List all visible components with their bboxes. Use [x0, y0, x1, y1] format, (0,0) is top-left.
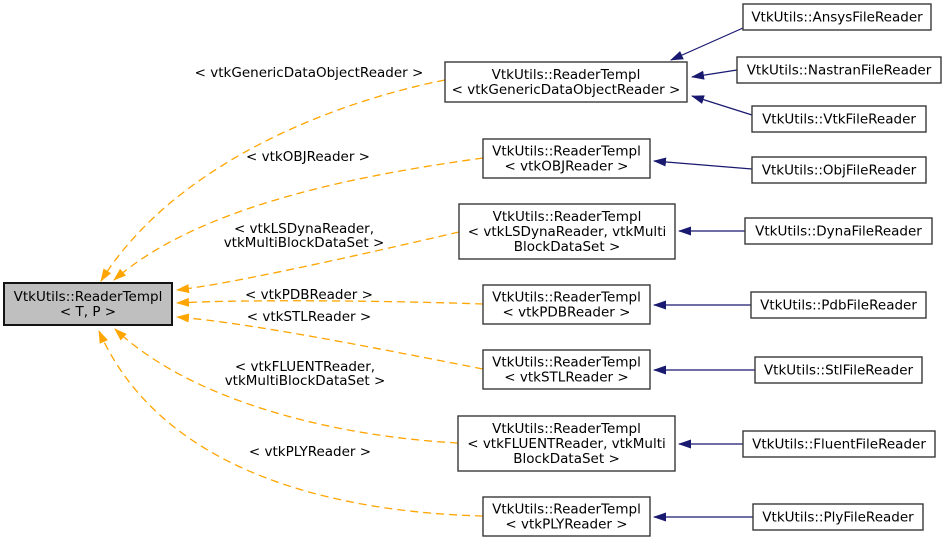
node-box[interactable] — [736, 56, 942, 84]
template-args-label: < vtkPDBReader > — [245, 287, 373, 303]
node-label: VtkUtils::ReaderTempl — [14, 289, 163, 305]
template-args-label: < vtkSTLReader > — [247, 309, 371, 325]
node-label: < vtkPLYReader > — [505, 517, 627, 533]
node-vtk-file-reader[interactable]: VtkUtils::VtkFileReader — [751, 105, 927, 133]
node-label: VtkUtils::ReaderTempl — [492, 421, 641, 437]
node-label: VtkUtils::StlFileReader — [764, 363, 914, 379]
node-reader-templ-pdb[interactable]: VtkUtils::ReaderTempl< vtkPDBReader > — [482, 284, 651, 325]
template-args-label: vtkMultiBlockDataSet > — [224, 235, 385, 251]
template-edge-reader-templ-fluent — [114, 328, 459, 444]
node-nastran-file-reader[interactable]: VtkUtils::NastranFileReader — [736, 56, 942, 84]
node-label: BlockDataSet > — [513, 451, 620, 467]
node-box[interactable] — [754, 356, 923, 384]
node-box[interactable] — [744, 217, 933, 245]
template-args-label: < vtkPLYReader > — [249, 444, 371, 460]
node-label: VtkUtils::PdbFileReader — [760, 298, 917, 314]
node-reader-templ-root: VtkUtils::ReaderTempl< T, P > — [3, 282, 173, 326]
inherit-edge-obj-file-reader — [653, 157, 753, 170]
node-reader-templ-ply[interactable]: VtkUtils::ReaderTempl< vtkPLYReader > — [482, 496, 651, 537]
node-label: VtkUtils::ReaderTempl — [492, 502, 641, 518]
node-box[interactable] — [750, 291, 927, 319]
template-edge-reader-templ-obj — [113, 157, 484, 281]
node-label: < vtkLSDynaReader, vtkMulti — [468, 224, 666, 240]
template-args-label: < vtkFLUENTReader, — [235, 359, 375, 375]
node-reader-templ-fluent[interactable]: VtkUtils::ReaderTempl< vtkFLUENTReader, … — [457, 415, 676, 472]
node-reader-templ-generic[interactable]: VtkUtils::ReaderTempl< vtkGenericDataObj… — [444, 61, 688, 103]
template-args-label: < vtkLSDynaReader, — [234, 221, 374, 237]
node-fluent-file-reader[interactable]: VtkUtils::FluentFileReader — [742, 430, 936, 458]
node-label: VtkUtils::ReaderTempl — [492, 67, 641, 83]
node-box[interactable] — [482, 138, 651, 179]
node-label: VtkUtils::AnsysFileReader — [751, 10, 923, 26]
node-box[interactable] — [482, 284, 651, 325]
node-label: VtkUtils::ObjFileReader — [762, 163, 917, 179]
node-box[interactable] — [752, 503, 924, 531]
node-box[interactable] — [751, 105, 927, 133]
node-box[interactable] — [458, 203, 676, 260]
node-box[interactable] — [742, 3, 932, 31]
node-label: VtkUtils::ReaderTempl — [492, 355, 641, 371]
template-edge-reader-templ-pdb — [176, 297, 484, 307]
node-label: VtkUtils::VtkFileReader — [762, 112, 916, 128]
node-stl-file-reader[interactable]: VtkUtils::StlFileReader — [754, 356, 923, 384]
node-reader-templ-obj[interactable]: VtkUtils::ReaderTempl< vtkOBJReader > — [482, 138, 651, 179]
inherit-edge-vtk-file-reader — [691, 95, 753, 116]
template-args-label: vtkMultiBlockDataSet > — [225, 373, 386, 389]
node-label: < vtkPDBReader > — [503, 305, 631, 321]
node-label: < vtkSTLReader > — [504, 370, 628, 386]
node-label: < vtkFLUENTReader, vtkMulti — [467, 436, 666, 452]
node-label: VtkUtils::ReaderTempl — [492, 290, 641, 306]
node-label: VtkUtils::ReaderTempl — [492, 144, 641, 160]
node-box[interactable] — [751, 156, 927, 184]
node-label: < T, P > — [60, 304, 116, 320]
template-args-label: < vtkOBJReader > — [246, 149, 370, 165]
node-label: BlockDataSet > — [514, 239, 621, 255]
template-edge-reader-templ-generic — [100, 79, 446, 282]
inherit-edge-nastran-file-reader — [691, 69, 738, 80]
node-label: < vtkOBJReader > — [505, 159, 629, 175]
node-obj-file-reader[interactable]: VtkUtils::ObjFileReader — [751, 156, 927, 184]
node-box — [3, 282, 173, 326]
node-reader-templ-stl[interactable]: VtkUtils::ReaderTempl< vtkSTLReader > — [482, 349, 651, 390]
template-args-label: < vtkGenericDataObjectReader > — [195, 65, 424, 81]
node-box[interactable] — [457, 415, 676, 472]
node-label: VtkUtils::NastranFileReader — [747, 63, 932, 79]
node-label: VtkUtils::DynaFileReader — [755, 224, 922, 240]
inherit-edge-ansys-file-reader — [670, 27, 744, 61]
node-pdb-file-reader[interactable]: VtkUtils::PdbFileReader — [750, 291, 927, 319]
node-box[interactable] — [742, 430, 936, 458]
node-label: < vtkGenericDataObjectReader > — [452, 82, 681, 98]
node-box[interactable] — [444, 61, 688, 103]
node-ply-file-reader[interactable]: VtkUtils::PlyFileReader — [752, 503, 924, 531]
node-dyna-file-reader[interactable]: VtkUtils::DynaFileReader — [744, 217, 933, 245]
template-edge-reader-templ-stl — [176, 313, 484, 370]
node-label: VtkUtils::PlyFileReader — [762, 510, 914, 526]
node-label: VtkUtils::FluentFileReader — [752, 437, 926, 453]
node-label: VtkUtils::ReaderTempl — [493, 209, 642, 225]
node-ansys-file-reader[interactable]: VtkUtils::AnsysFileReader — [742, 3, 932, 31]
node-box[interactable] — [482, 349, 651, 390]
node-reader-templ-lsdyna[interactable]: VtkUtils::ReaderTempl< vtkLSDynaReader, … — [458, 203, 676, 260]
template-edge-reader-templ-lsdyna — [176, 231, 460, 294]
node-box[interactable] — [482, 496, 651, 537]
